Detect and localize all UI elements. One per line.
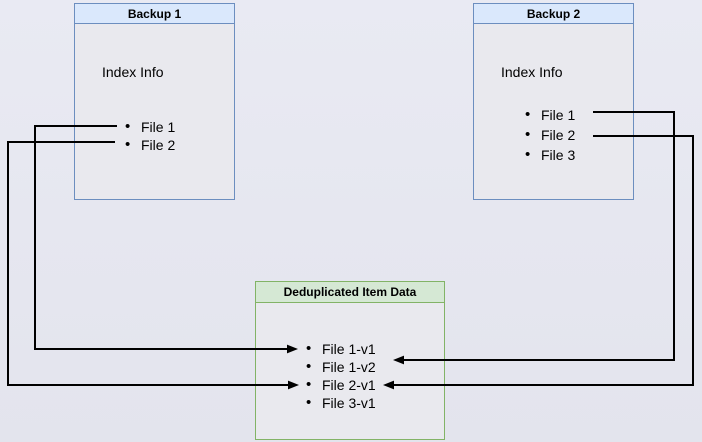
list-item: File 1	[525, 105, 575, 125]
list-item: File 2	[525, 125, 575, 145]
list-item: File 1-v2	[306, 358, 376, 376]
list-item: File 2	[125, 136, 175, 154]
backup1-node: Backup 1 Index Info File 1 File 2	[74, 3, 235, 200]
list-item: File 3	[525, 145, 575, 165]
list-item: File 3-v1	[306, 394, 376, 412]
list-item: File 1	[125, 118, 175, 136]
backup2-node: Backup 2 Index Info File 1 File 2 File 3	[473, 3, 634, 200]
dedup-node: Deduplicated Item Data File 1-v1 File 1-…	[255, 281, 445, 440]
backup1-file-list: File 1 File 2	[125, 118, 175, 154]
list-item: File 2-v1	[306, 376, 376, 394]
backup1-index-info-label: Index Info	[102, 64, 164, 80]
backup2-index-info-label: Index Info	[501, 64, 563, 80]
list-item: File 1-v1	[306, 340, 376, 358]
dedup-title: Deduplicated Item Data	[256, 282, 444, 303]
backup2-file-list: File 1 File 2 File 3	[525, 105, 575, 165]
backup1-title: Backup 1	[75, 4, 234, 24]
backup2-title: Backup 2	[474, 4, 633, 24]
dedup-item-list: File 1-v1 File 1-v2 File 2-v1 File 3-v1	[306, 340, 376, 412]
